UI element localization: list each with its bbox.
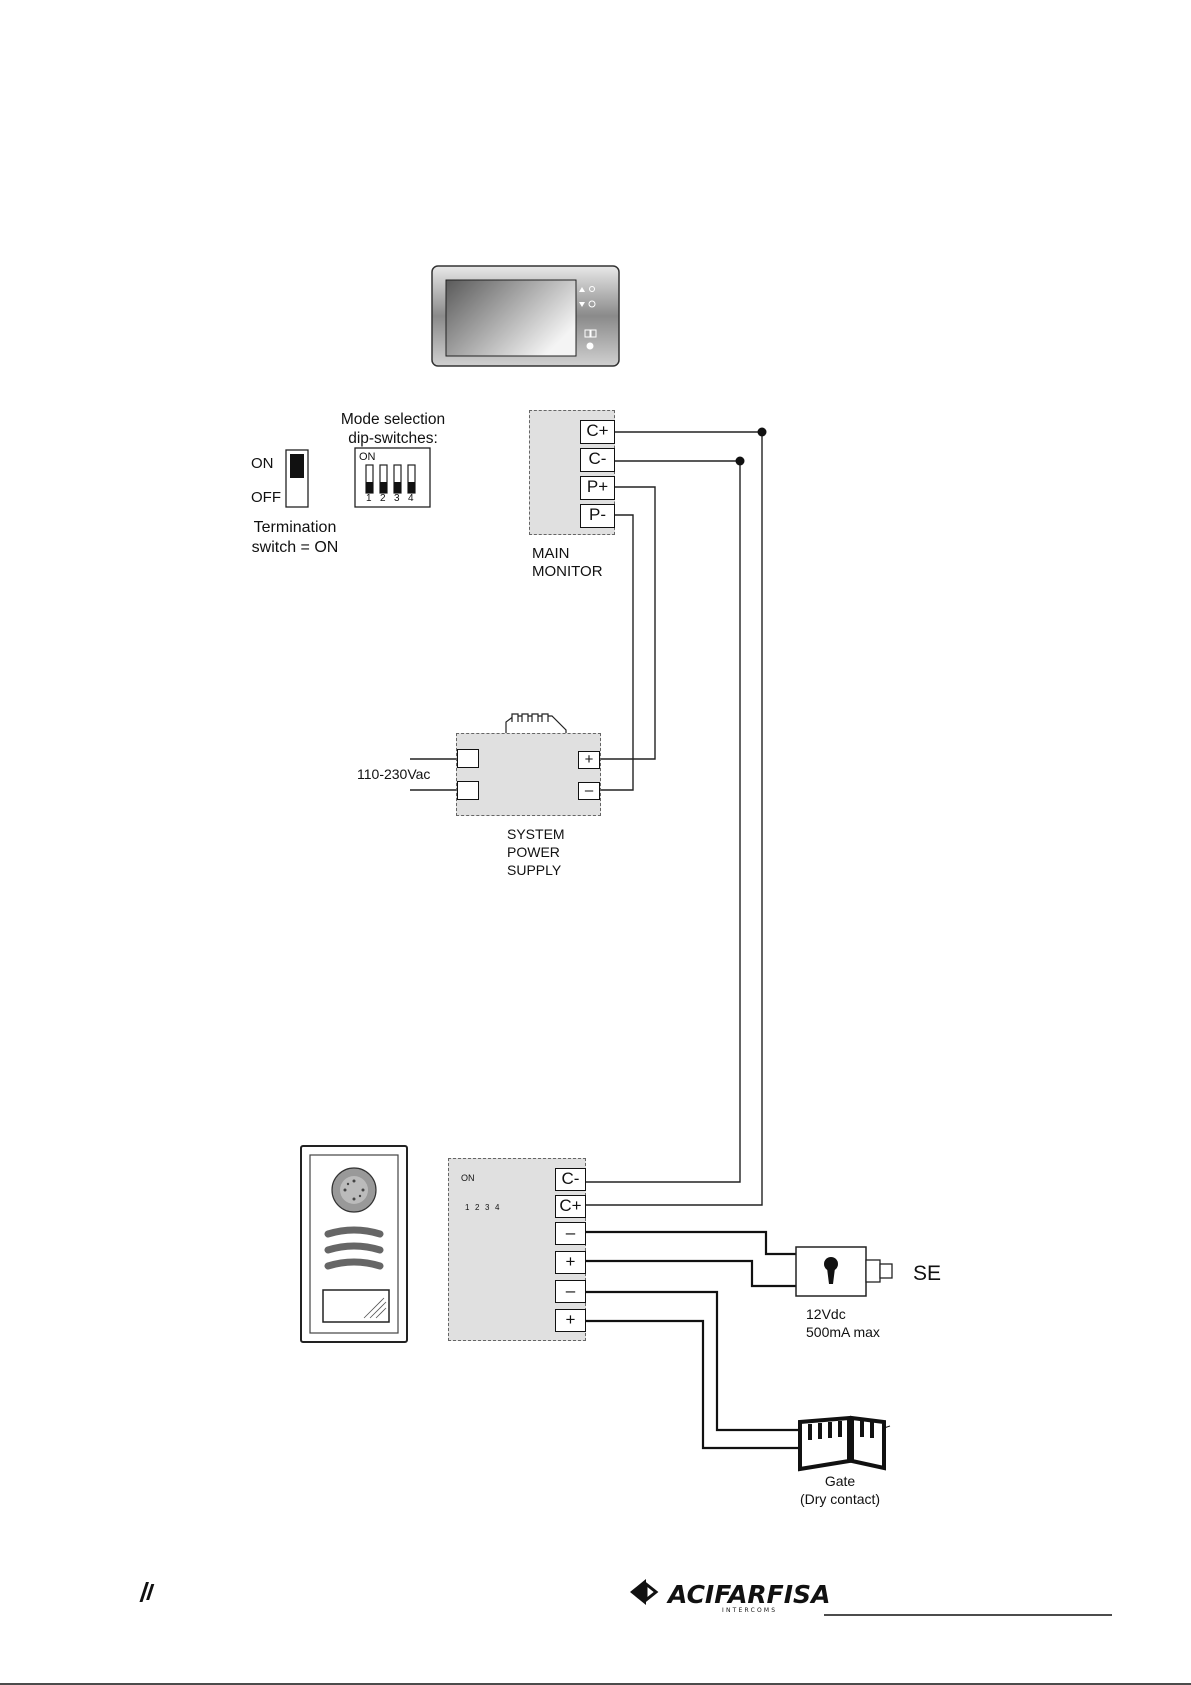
mode-dip-number-3: 3: [394, 493, 400, 504]
junction-dot-c-plus: [758, 428, 767, 437]
mains-input-label: 110-230Vac: [357, 765, 430, 783]
monitor-icon: [432, 266, 619, 366]
psu-minus-terminal: –: [578, 782, 600, 800]
psu-input-terminal-1: [457, 749, 479, 768]
door-dip-on-label: ON: [461, 1173, 475, 1183]
main-monitor-terminal-p-plus: P+: [580, 476, 615, 500]
actuator-wiring: [586, 1232, 800, 1448]
aci-farfisa-logo: ACIFARFISA INTERCOMS: [139, 1579, 830, 1614]
door-terminal-lock-plus: +: [555, 1251, 586, 1274]
on-label: ON: [251, 455, 274, 473]
junction-dot-c-minus: [736, 457, 745, 466]
termination-label: Termination switch = ON: [240, 518, 350, 558]
power-supply-label: SYSTEM POWER SUPPLY: [507, 825, 565, 879]
lock-tag-label: SE: [913, 1262, 941, 1286]
main-monitor-label: MAIN MONITOR: [532, 545, 603, 581]
door-dip-number-1: 1: [465, 1203, 469, 1212]
off-label: OFF: [251, 489, 281, 507]
door-terminal-gate-minus: –: [555, 1280, 586, 1303]
lock-spec-label: 12Vdc 500mA max: [806, 1305, 880, 1341]
door-dip-number-2: 2: [475, 1203, 479, 1212]
gate-label: Gate (Dry contact): [780, 1472, 900, 1508]
logo-sub-text: INTERCOMS: [722, 1607, 777, 1614]
psu-input-terminal-2: [457, 781, 479, 800]
main-monitor-terminal-c-minus: C-: [580, 448, 615, 472]
main-monitor-terminal-p-minus: P-: [580, 504, 615, 528]
termination-switch-icon: [286, 450, 308, 507]
logo-brand-text: ACIFARFISA: [666, 1580, 830, 1609]
mode-dip-on-label: ON: [359, 451, 376, 463]
door-terminal-c-minus: C-: [555, 1168, 586, 1191]
mode-dip-number-1: 1: [366, 493, 372, 504]
power-supply-block: [456, 733, 601, 816]
door-dip-number-3: 3: [485, 1203, 489, 1212]
mode-dip-number-4: 4: [408, 493, 414, 504]
main-monitor-terminal-c-plus: C+: [580, 420, 615, 444]
door-terminal-c-plus: C+: [555, 1195, 586, 1218]
gate-icon: [800, 1418, 890, 1469]
door-terminal-lock-minus: –: [555, 1222, 586, 1245]
mode-dip-number-2: 2: [380, 493, 386, 504]
door-dip-number-4: 4: [495, 1203, 499, 1212]
mode-selection-label: Mode selection dip-switches:: [328, 410, 458, 448]
psu-plus-terminal: +: [578, 751, 600, 769]
door-station-icon: [301, 1146, 407, 1342]
electric-lock-icon: [796, 1247, 892, 1296]
door-terminal-gate-plus: +: [555, 1309, 586, 1332]
